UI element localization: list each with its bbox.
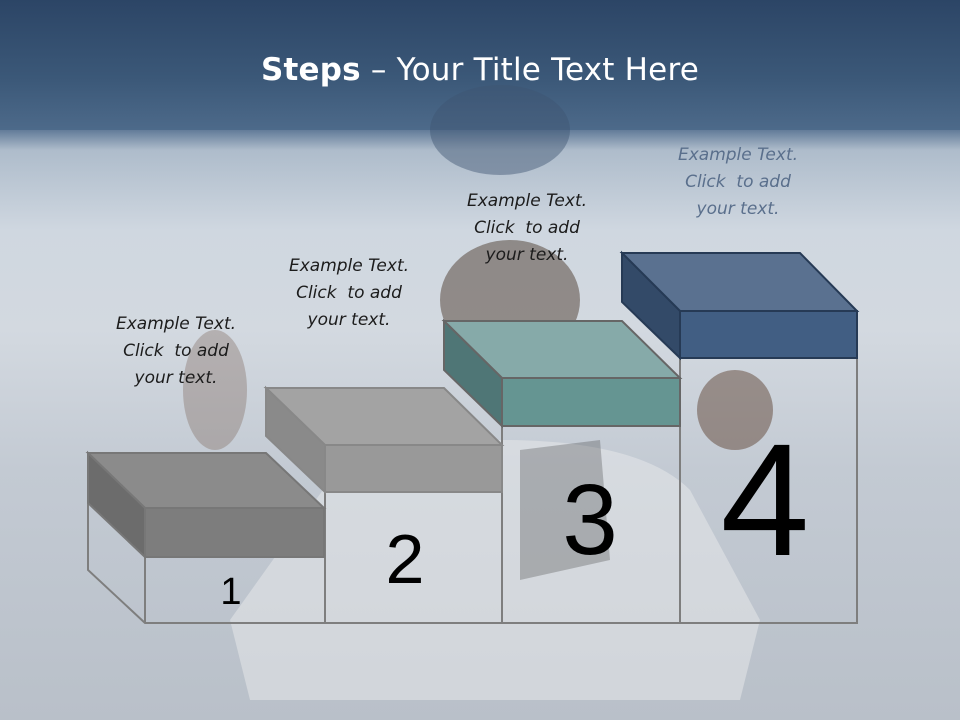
- step-4-text-line-1: Example Text.: [677, 145, 799, 165]
- step-2-number: 2: [385, 520, 425, 598]
- step-1-number: 1: [220, 571, 242, 613]
- step-1-text[interactable]: Example Text. Click to add your text.: [86, 311, 266, 392]
- step-4-text-line-3: your text.: [696, 199, 780, 219]
- slide-title[interactable]: Steps – Your Title Text Here: [0, 52, 960, 88]
- step-2-block[interactable]: [263, 385, 505, 495]
- step-3-number: 3: [562, 464, 618, 576]
- title-bar: [0, 0, 960, 130]
- step-3-block[interactable]: [441, 318, 683, 429]
- step-2-text[interactable]: Example Text. Click to add your text.: [259, 253, 439, 334]
- step-1-text-line-1: Example Text.: [115, 314, 237, 334]
- step-4-text[interactable]: Example Text. Click to add your text.: [648, 142, 828, 223]
- step-3-text-line-2: Click to add: [474, 218, 580, 238]
- step-3-text-line-3: your text.: [485, 245, 569, 265]
- step-4-number: 4: [720, 410, 810, 589]
- step-1-text-line-3: your text.: [134, 368, 218, 388]
- step-1-block[interactable]: [85, 450, 327, 560]
- step-3-text-line-1: Example Text.: [466, 191, 588, 211]
- title-bold: Steps: [260, 52, 361, 88]
- step-2-text-line-3: your text.: [307, 310, 391, 330]
- step-4-text-line-2: Click to add: [685, 172, 791, 192]
- title-rest: – Your Title Text Here: [360, 52, 699, 88]
- step-4-block[interactable]: [619, 250, 860, 361]
- step-2-text-line-2: Click to add: [296, 283, 402, 303]
- step-1-text-line-2: Click to add: [123, 341, 229, 361]
- step-3-text[interactable]: Example Text. Click to add your text.: [437, 188, 617, 269]
- step-2-text-line-1: Example Text.: [288, 256, 410, 276]
